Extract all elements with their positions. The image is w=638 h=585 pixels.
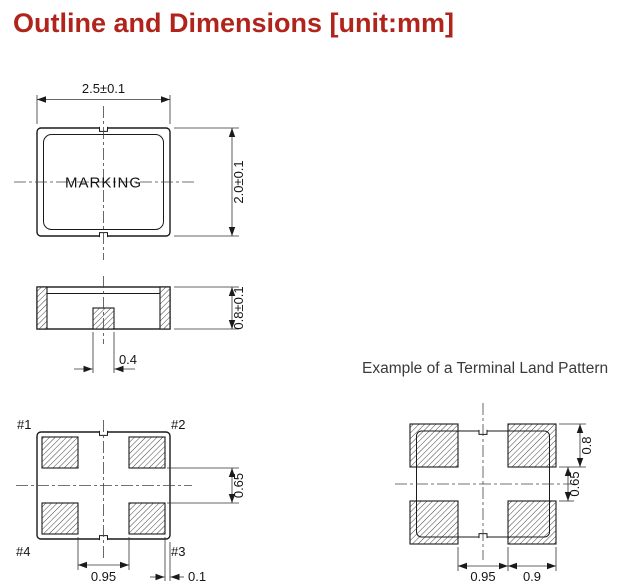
land-pad-2 — [507, 423, 557, 468]
terminal-pad-1 — [41, 436, 79, 469]
terminal-pad-2 — [128, 436, 166, 469]
dim-label: 0.95 — [91, 569, 116, 584]
dim-label: 2.5±0.1 — [82, 81, 125, 96]
pin3-label: #3 — [171, 544, 185, 559]
dim-body-height: 2.0±0.1 — [174, 127, 246, 237]
pin1-label: #1 — [17, 417, 31, 432]
left-terminal — [36, 286, 48, 330]
land-pattern-drawing: 0.8 0.65 0.95 0.9 — [395, 403, 594, 584]
dim-land-pad-width: 0.9 — [508, 547, 557, 584]
land-pad-3 — [507, 500, 557, 545]
dim-land-vertical-gap: 0.65 — [559, 467, 582, 502]
terminal-pad-4 — [41, 502, 79, 535]
land-pad-1 — [409, 423, 459, 468]
dim-label: 0.8 — [579, 436, 594, 454]
terminal-pad-3 — [128, 502, 166, 535]
dim-label: 0.65 — [567, 471, 582, 496]
dim-land-pad-height: 0.8 — [559, 423, 594, 468]
dim-pad-edge-offset: 0.1 — [150, 537, 206, 584]
page-title: Outline and Dimensions [unit:mm] — [13, 8, 455, 38]
bottom-view-drawing: #1 #2 #4 #3 0.65 0.95 0.1 — [16, 417, 246, 584]
side-view-drawing: 0.8±0.1 0.4 — [36, 276, 246, 373]
pin4-label: #4 — [16, 544, 30, 559]
dim-pad-horizontal-gap: 0.95 — [77, 537, 130, 584]
land-pad-4 — [409, 500, 459, 545]
dim-label: 0.8±0.1 — [231, 286, 246, 329]
dim-center-pad-width: 0.4 — [74, 332, 137, 373]
right-terminal — [159, 286, 171, 330]
dim-pad-vertical-gap: 0.65 — [167, 467, 246, 504]
dim-land-horizontal-gap: 0.95 — [457, 547, 509, 584]
pin2-label: #2 — [171, 417, 185, 432]
dim-label: 0.9 — [523, 569, 541, 584]
land-pattern-caption: Example of a Terminal Land Pattern — [362, 360, 609, 377]
dim-label: 0.95 — [470, 569, 495, 584]
dim-label: 2.0±0.1 — [231, 160, 246, 203]
marking-label: MARKING — [65, 175, 142, 192]
top-view-drawing: MARKING 2.5±0.1 2.0±0.1 — [14, 81, 246, 260]
dim-label: 0.4 — [119, 352, 137, 367]
dim-label: 0.1 — [188, 569, 206, 584]
dim-label: 0.65 — [231, 473, 246, 498]
dim-side-height: 0.8±0.1 — [174, 286, 246, 330]
dim-body-width: 2.5±0.1 — [36, 81, 171, 124]
